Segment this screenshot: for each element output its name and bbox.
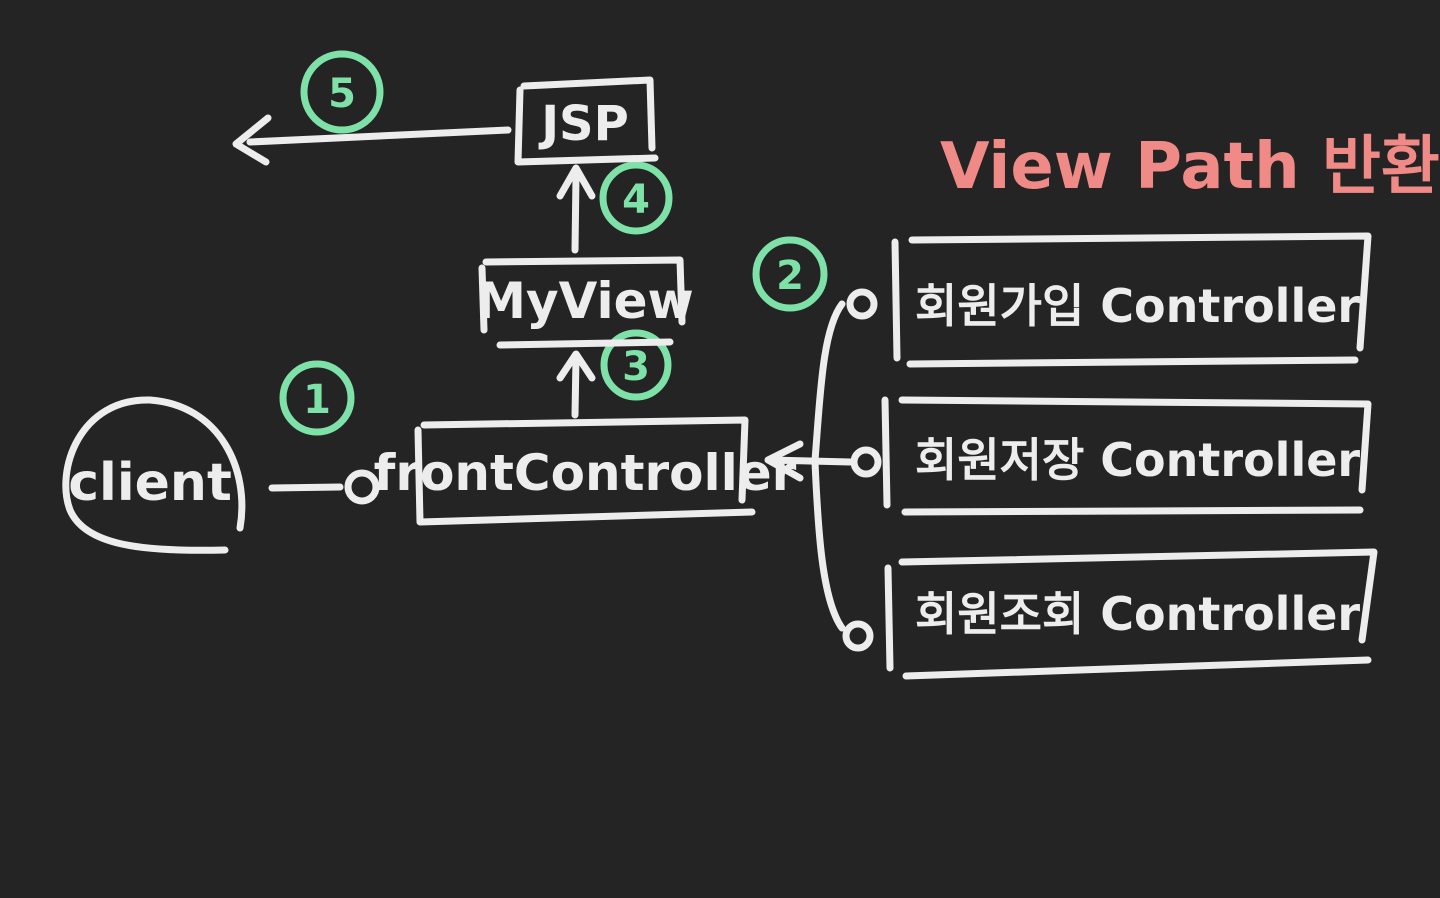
step-5-label: 5 <box>328 71 356 117</box>
step-5-badge: 5 <box>300 50 384 134</box>
step-2-badge: 2 <box>752 236 828 312</box>
save-controller-node: 회원저장 Controller <box>881 396 1372 516</box>
step-3-badge: 3 <box>600 329 672 401</box>
signup-controller-node: 회원가입 Controller <box>891 232 1372 368</box>
view-path-note: View Path 반환 <box>940 130 1440 204</box>
step-4-label: 4 <box>622 177 650 223</box>
lookup-controller-label: 회원조회 Controller <box>915 587 1360 641</box>
jsp-response-arrow <box>232 114 512 166</box>
jsp-label: JSP <box>538 96 629 152</box>
controller-branch-connector <box>764 288 882 652</box>
client-label: client <box>68 453 232 513</box>
front-controller-label: frontController <box>374 444 797 502</box>
myview-label: MyView <box>476 272 693 330</box>
client-to-front-controller-connector <box>268 469 380 505</box>
step-1-badge: 1 <box>279 360 355 436</box>
client-node: client <box>62 396 246 554</box>
myview-node: MyView <box>476 256 694 349</box>
step-2-label: 2 <box>776 253 804 299</box>
step-1-label: 1 <box>303 377 331 423</box>
save-controller-label: 회원저장 Controller <box>915 433 1360 487</box>
front-controller-to-myview-arrow <box>556 350 596 419</box>
step-3-label: 3 <box>622 344 650 390</box>
myview-to-jsp-arrow <box>556 164 596 254</box>
signup-controller-label: 회원가입 Controller <box>915 279 1360 333</box>
jsp-node: JSP <box>514 76 659 166</box>
step-4-badge: 4 <box>599 161 673 235</box>
front-controller-node: frontController <box>374 416 797 526</box>
lookup-controller-node: 회원조회 Controller <box>884 548 1378 680</box>
